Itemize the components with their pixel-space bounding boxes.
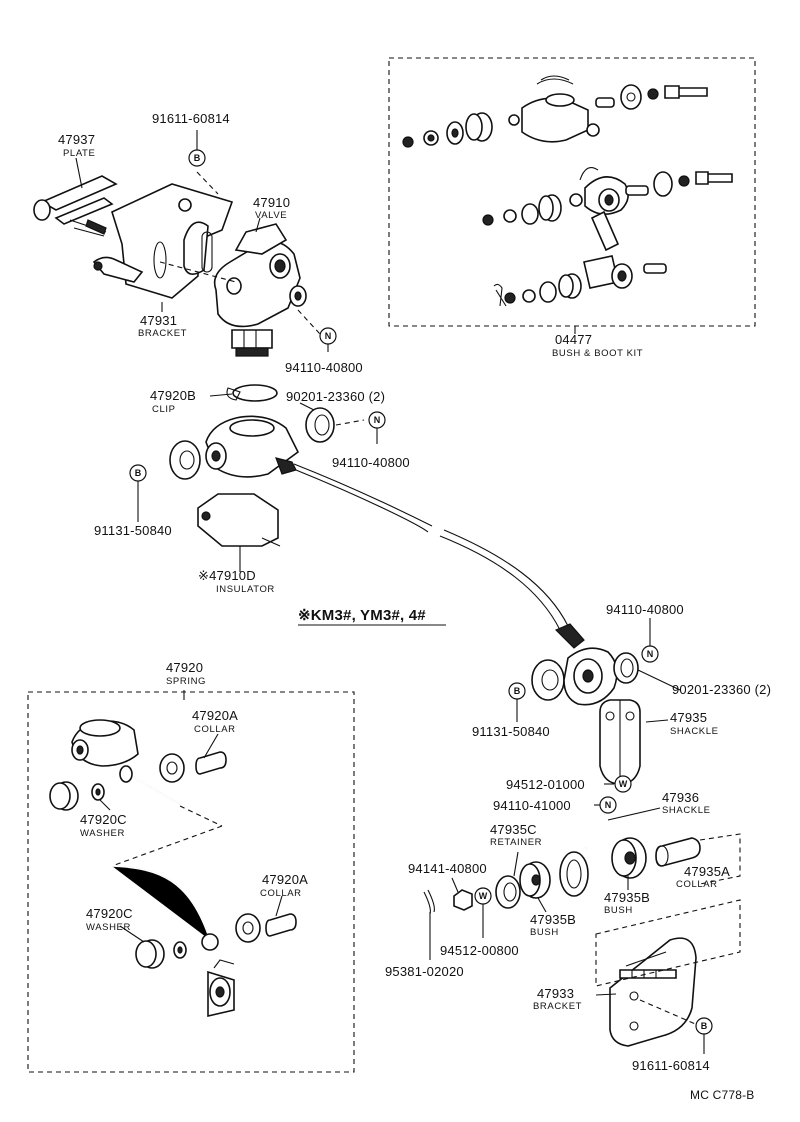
label-47933-num: 47933 (537, 986, 574, 1001)
bush-47935B-b (611, 837, 647, 879)
callout-n-c: N (641, 645, 659, 663)
svg-text:W: W (479, 891, 488, 901)
insulator-47910D (197, 493, 281, 547)
label-90201-b: 90201-23360 (2) (672, 682, 771, 697)
callout-b-left: B (129, 464, 147, 482)
label-47935B-b-name: BUSH (604, 905, 633, 916)
label-47931-num: 47931 (140, 313, 177, 328)
svg-text:B: B (194, 153, 201, 163)
nut-94141 (453, 889, 473, 911)
spring-kit-box (27, 691, 355, 1073)
label-47920A-a-name: COLLAR (194, 724, 236, 735)
label-47920B-name: CLIP (152, 404, 176, 415)
label-47920A-b-num: 47920A (262, 872, 308, 887)
label-95381: 95381-02020 (385, 964, 464, 979)
label-91611-top: 91611-60814 (152, 111, 230, 126)
label-91611-bottom: 91611-60814 (632, 1058, 710, 1073)
valve-body-lower (531, 647, 639, 706)
label-47935A-name: COLLAR (676, 879, 718, 890)
label-94110-b: 94110-40800 (332, 455, 410, 470)
label-47920C-b-name: WASHER (86, 922, 131, 933)
svg-text:N: N (374, 415, 381, 425)
label-94110-a: 94110-40800 (285, 360, 363, 375)
callout-n-d: N (599, 796, 617, 814)
label-47920-num: 47920 (166, 660, 203, 675)
label-47935B-a-name: BUSH (530, 927, 559, 938)
clip-47920B (226, 384, 278, 402)
callout-b-top: B (188, 149, 206, 167)
label-47920C-a-num: 47920C (80, 812, 127, 827)
label-47936-name: SHACKLE (662, 805, 711, 816)
label-91131-a: 91131-50840 (94, 523, 172, 538)
label-47920A-a-num: 47920A (192, 708, 238, 723)
cable-rod (293, 463, 585, 649)
gasket-90201-a (305, 407, 335, 443)
label-47910D-name: INSULATOR (216, 584, 275, 595)
svg-text:B: B (135, 468, 142, 478)
label-04477-num: 04477 (555, 332, 592, 347)
label-47935C-name: RETAINER (490, 837, 542, 848)
svg-text:B: B (701, 1021, 708, 1031)
svg-text:B: B (514, 686, 521, 696)
bush-47935B-a (519, 861, 551, 899)
label-47935A-num: 47935A (684, 864, 730, 879)
bracket-47931 (92, 183, 234, 299)
diagram-code: MC C778-B (690, 1088, 754, 1102)
label-47935-num: 47935 (670, 710, 707, 725)
collar-47935A (655, 837, 701, 867)
label-94110-c: 94110-40800 (606, 602, 684, 617)
bracket-47933 (609, 937, 697, 1047)
svg-text:N: N (605, 800, 612, 810)
label-94110-d: 94110-41000 (493, 798, 571, 813)
label-47920C-a-name: WASHER (80, 828, 125, 839)
label-47910-name: VALVE (255, 210, 287, 221)
label-47937-name: PLATE (63, 148, 95, 159)
label-47935B-b-num: 47935B (604, 890, 650, 905)
label-94141: 94141-40800 (408, 861, 487, 876)
label-47920-name: SPRING (166, 676, 206, 687)
label-47936-num: 47936 (662, 790, 699, 805)
model-note: ※KM3#, YM3#, 4# (298, 607, 426, 624)
label-47931-name: BRACKET (138, 328, 187, 339)
label-94512-b: 94512-00800 (440, 943, 519, 958)
label-91131-b: 91131-50840 (472, 724, 550, 739)
plate-47937 (33, 175, 118, 237)
label-04477-name: BUSH & BOOT KIT (552, 348, 643, 359)
retainer-47935C (495, 875, 521, 909)
svg-text:W: W (619, 779, 628, 789)
label-47935C-num: 47935C (490, 822, 537, 837)
label-47920B-num: 47920B (150, 388, 196, 403)
cotter-pin-95381 (423, 889, 435, 915)
label-47920A-b-name: COLLAR (260, 888, 302, 899)
label-47937-num: 47937 (58, 132, 95, 147)
label-47910-num: 47910 (253, 195, 290, 210)
valve-47910 (213, 223, 307, 357)
svg-text:N: N (325, 331, 332, 341)
label-90201-a: 90201-23360 (2) (286, 389, 385, 404)
label-47935-name: SHACKLE (670, 726, 719, 737)
label-94512-a: 94512-01000 (506, 777, 585, 792)
valve-body-upper (169, 415, 300, 480)
shackle-47935 (599, 699, 641, 785)
label-47920C-b-num: 47920C (86, 906, 133, 921)
callout-w-b: W (474, 887, 492, 905)
label-47933-name: BRACKET (533, 1001, 582, 1012)
callout-b-bottom: B (695, 1017, 713, 1035)
callout-w-a: W (614, 775, 632, 793)
shackle-47936 (559, 813, 606, 897)
label-47935B-a-num: 47935B (530, 912, 576, 927)
bush-boot-kit-box (388, 57, 756, 327)
label-47910D-num: ※47910D (198, 568, 256, 583)
callout-n-b: N (368, 411, 386, 429)
callout-n-a: N (319, 327, 337, 345)
callout-b-right: B (508, 682, 526, 700)
svg-text:N: N (647, 649, 654, 659)
